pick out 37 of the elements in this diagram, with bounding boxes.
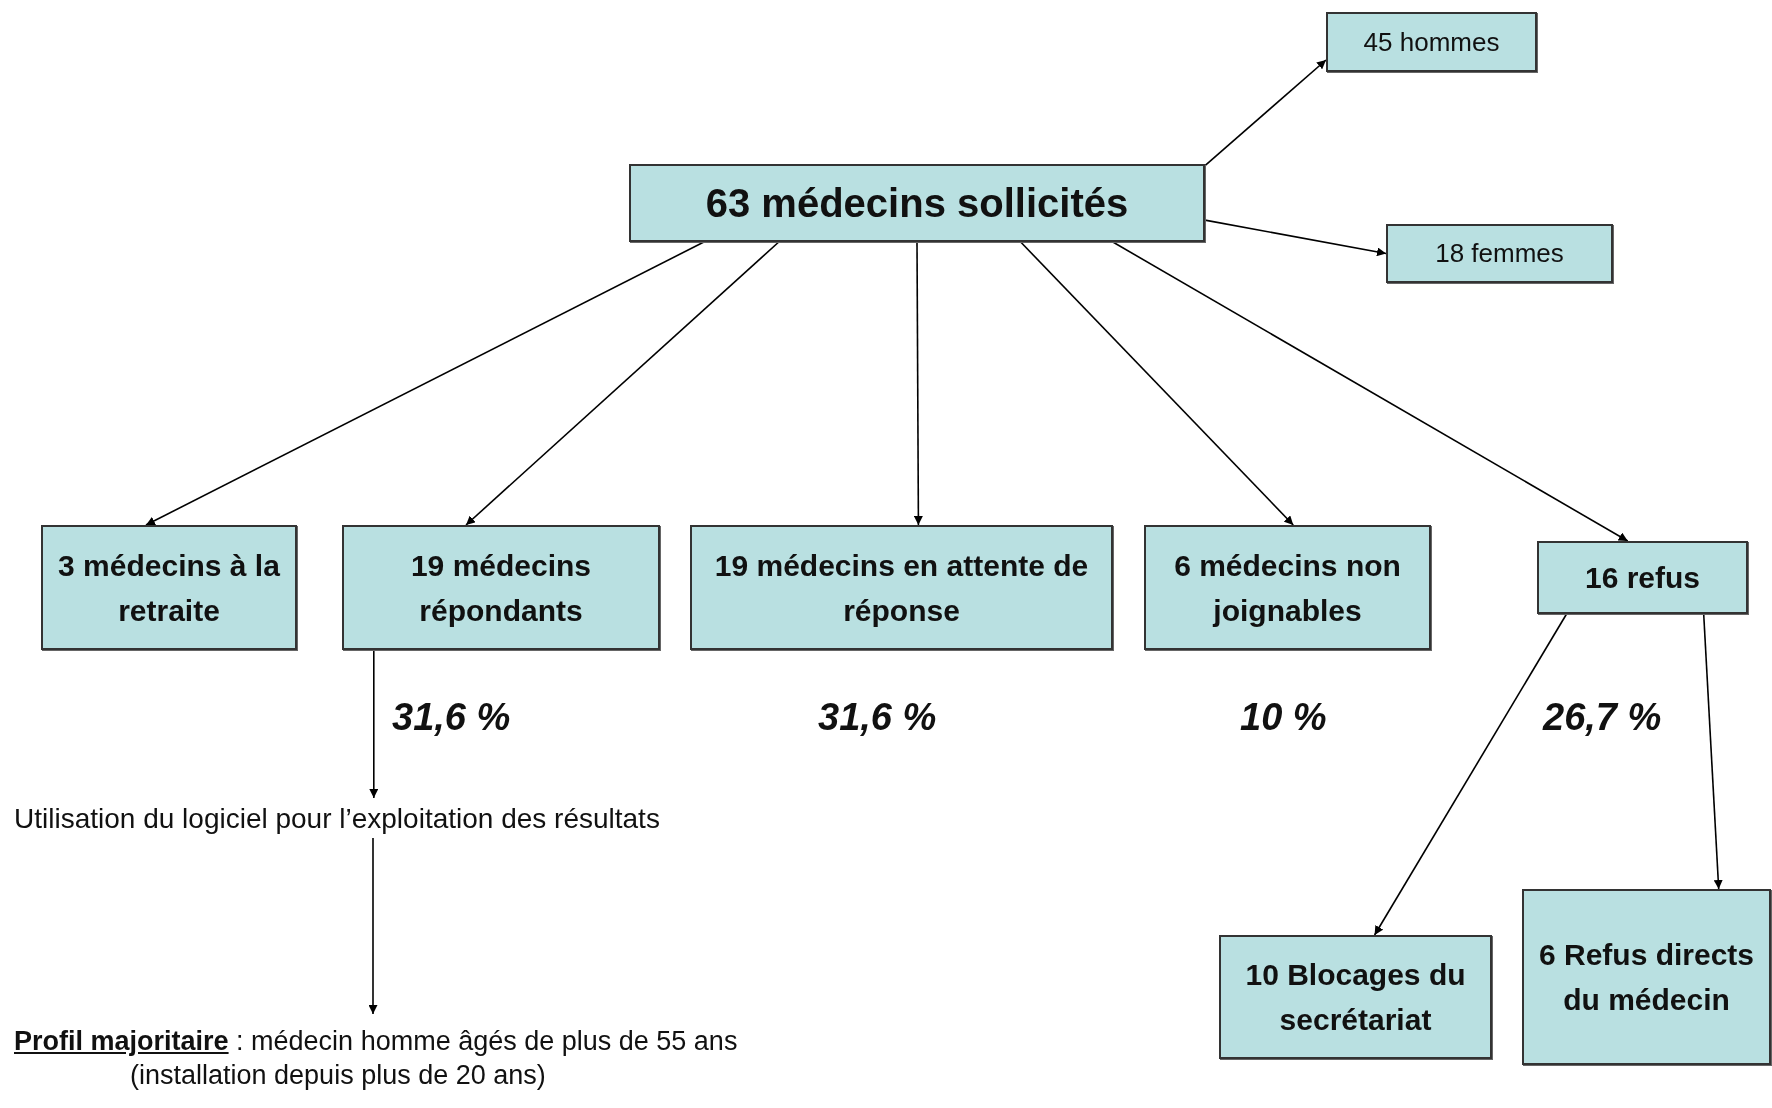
process-box <box>41 525 297 650</box>
arrow <box>1204 59 1327 167</box>
process-box <box>1219 935 1492 1059</box>
arrow <box>1112 241 1629 542</box>
process-box <box>690 525 1113 650</box>
arrow <box>368 837 378 1015</box>
process-box <box>342 525 660 650</box>
process-box <box>1386 224 1613 283</box>
note-text: Profil majoritaire : médecin homme âgés de plus de 55 ans (installation depuis plus de 20 ans) <box>14 1025 739 1092</box>
percentage-label: 10 % <box>1240 696 1327 739</box>
process-box <box>629 164 1205 242</box>
box-label: 3 médecins à la retraite <box>57 547 281 629</box>
box-label: 16 refus <box>1584 560 1701 596</box>
arrow <box>145 241 705 526</box>
box-label: 19 médecins en attente de réponse <box>713 547 1090 629</box>
box-label: 63 médecins sollicités <box>705 180 1129 227</box>
process-box <box>1537 541 1748 614</box>
process-box <box>1522 889 1771 1065</box>
box-label: 45 hommes <box>1363 25 1500 59</box>
arrow <box>465 241 780 526</box>
process-box <box>1144 525 1431 650</box>
arrow <box>369 649 379 799</box>
box-label: 19 médecins répondants <box>409 547 593 629</box>
arrow <box>1373 613 1568 936</box>
percentage-label: 31,6 % <box>392 696 511 739</box>
box-label: 18 femmes <box>1435 237 1564 270</box>
arrow <box>1204 219 1387 257</box>
percentage-label: 31,6 % <box>818 696 937 739</box>
process-box <box>1326 12 1537 72</box>
note-text: Utilisation du logiciel pour l’exploitation des résultats <box>14 801 660 836</box>
box-label: 6 médecins non joignables <box>1173 547 1402 629</box>
arrow <box>1702 613 1723 890</box>
percentage-label: 26,7 % <box>1543 696 1662 739</box>
box-label: 6 Refus directs du médecin <box>1537 937 1756 1018</box>
box-label: 10 Blocages du secrétariat <box>1244 957 1467 1038</box>
arrow <box>1019 241 1295 526</box>
arrow <box>913 241 923 526</box>
